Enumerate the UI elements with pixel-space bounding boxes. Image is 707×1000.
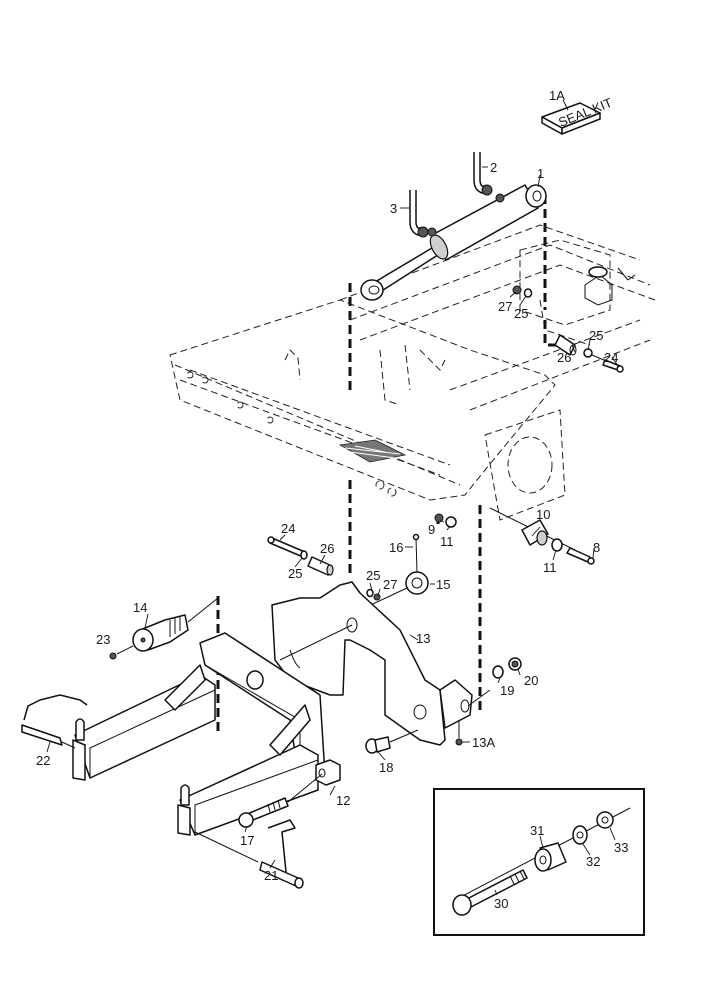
callout-26-upper: 26 [557, 350, 571, 365]
callout-11-right: 11 [543, 560, 557, 575]
callout-25-upper: 25 [514, 306, 528, 321]
callout-25-upper-right: 25 [589, 328, 603, 343]
engine-mount [584, 266, 636, 306]
hydraulic-hose-3 [409, 190, 429, 238]
callout-11-left: 11 [440, 534, 454, 549]
callout-25-mid-left: 25 [288, 566, 302, 581]
mid-left-hardware [267, 536, 381, 601]
assembly-guide-lines [216, 195, 560, 735]
callout-25-mid: 25 [366, 568, 380, 583]
callout-16: 16 [389, 540, 403, 555]
callout-30: 30 [494, 896, 508, 911]
callout-15: 15 [436, 577, 450, 592]
bolt-17 [238, 773, 323, 828]
callout-27-mid: 27 [383, 577, 397, 592]
callout-13: 13 [416, 631, 430, 646]
callout-17: 17 [240, 833, 254, 848]
chassis-frame-phantom [169, 224, 656, 521]
callout-3: 3 [390, 201, 397, 216]
lock-pin-21 [194, 819, 304, 889]
callout-23: 23 [96, 632, 110, 647]
plate-hardware [365, 657, 522, 754]
callout-8: 8 [593, 540, 600, 555]
hydraulic-hose-2 [473, 152, 493, 196]
callout-24-mid: 24 [281, 521, 295, 536]
callout-22: 22 [36, 753, 50, 768]
callout-33: 33 [614, 840, 628, 855]
callout-1A: 1A [549, 88, 565, 103]
callout-24-upper: 24 [604, 350, 618, 365]
callout-2: 2 [490, 160, 497, 175]
callout-19: 19 [500, 683, 514, 698]
hitch-frame-12 [72, 632, 341, 836]
hydraulic-cylinder [360, 184, 547, 301]
upper-right-hardware [512, 285, 624, 373]
callout-labels: 1 1A 2 3 27 25 26 25 24 10 8 9 11 11 16 … [36, 88, 628, 911]
callout-21: 21 [264, 868, 278, 883]
callout-14: 14 [133, 600, 147, 615]
callout-27-upper: 27 [498, 299, 512, 314]
leader-lines [46, 99, 619, 896]
callout-9: 9 [428, 522, 435, 537]
lock-pin-22 [21, 694, 88, 749]
frame-grille [338, 439, 407, 463]
callout-1: 1 [537, 166, 544, 181]
callout-20: 20 [524, 673, 538, 688]
detail-inset [433, 788, 645, 936]
callout-31: 31 [530, 823, 544, 838]
grease-pivot-14 [109, 597, 219, 660]
callout-26-mid: 26 [320, 541, 334, 556]
callout-12: 12 [336, 793, 350, 808]
callout-10: 10 [536, 507, 550, 522]
callout-13A: 13A [472, 735, 495, 750]
mid-right-hardware [434, 507, 595, 565]
callout-32: 32 [586, 854, 600, 869]
callout-18: 18 [379, 760, 393, 775]
mount-plate-13 [271, 581, 491, 746]
